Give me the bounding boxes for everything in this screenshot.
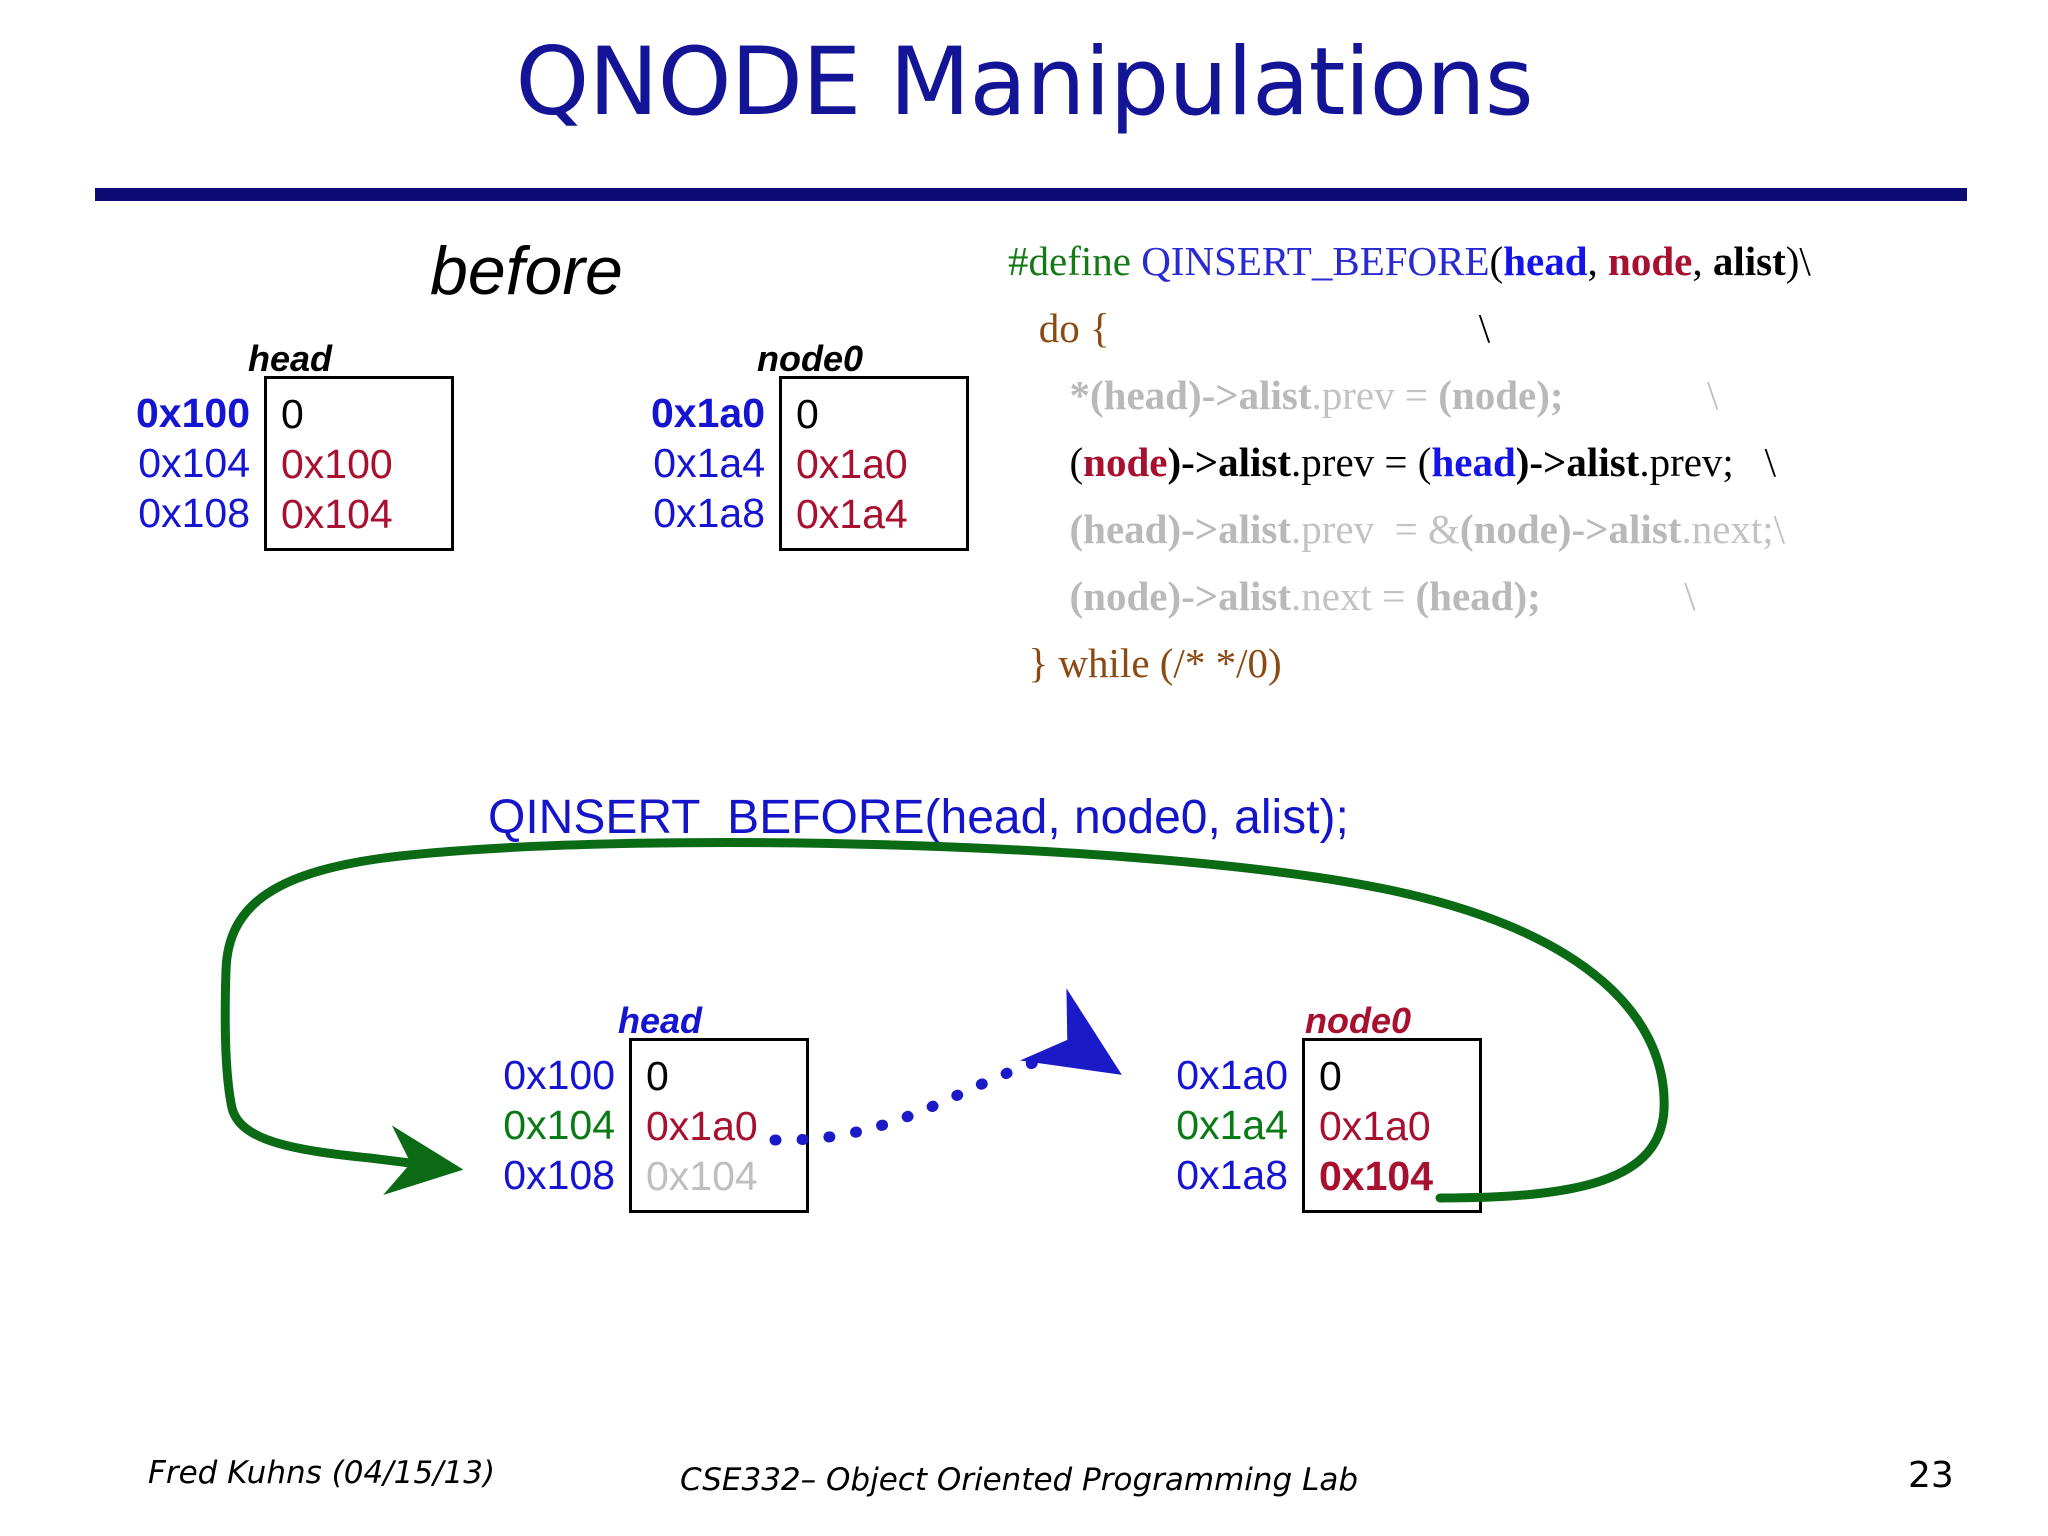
before-node0-addr-2: 0x1a8 [653, 490, 765, 536]
code-token: )\ [1785, 238, 1811, 284]
code-token: node [1608, 238, 1693, 284]
after-node0-addr-0: 0x1a0 [1176, 1052, 1288, 1098]
after-node0-val-2: 0x104 [1319, 1153, 1434, 1199]
code-token: ( [1489, 238, 1504, 284]
before-node0-val-0: 0 [796, 391, 819, 437]
code-token: do { [1038, 305, 1110, 351]
code-line-stmt-2-active: (node)->alist.prev = (head)->alist.prev;… [1008, 429, 1811, 496]
before-head-addr-1: 0x104 [138, 440, 250, 486]
before-node0-addr-1: 0x1a4 [653, 440, 765, 486]
code-token: .next;\ [1681, 506, 1786, 552]
before-head-label: head [247, 338, 333, 379]
code-token: )-> [1515, 439, 1567, 485]
after-head-addr-1: 0x104 [503, 1102, 615, 1148]
code-token: (node)-> [1069, 573, 1219, 619]
code-token: )-> [1167, 439, 1219, 485]
code-token: alist [1218, 506, 1292, 552]
code-token: .next = [1291, 573, 1416, 619]
code-token: *(head)-> [1069, 372, 1239, 418]
after-node0-val-0: 0 [1319, 1053, 1342, 1099]
code-token: alist [1238, 372, 1312, 418]
after-head-addr-2: 0x108 [503, 1152, 615, 1198]
code-token: (node)-> [1459, 506, 1609, 552]
macro-code-block: #define QINSERT_BEFORE(head, node, alist… [1008, 228, 1811, 697]
code-token: } while (/* */0) [1008, 640, 1282, 686]
before-caption: before [430, 233, 623, 309]
after-head-val-2: 0x104 [646, 1153, 758, 1199]
code-token: \ [1733, 439, 1776, 485]
code-token: alist [1608, 506, 1682, 552]
after-node0-val-1: 0x1a0 [1319, 1103, 1431, 1149]
code-token: .prev; [1639, 439, 1734, 485]
after-head-label: head [617, 1000, 703, 1041]
code-token: QINSERT_BEFORE [1141, 238, 1490, 284]
code-token: alist [1218, 573, 1292, 619]
page-title: QNODE Manipulations [515, 28, 1533, 137]
code-token: (head)-> [1069, 506, 1219, 552]
code-line-stmt-1: *(head)->alist.prev = (node); \ [1008, 362, 1811, 429]
code-token: \ [1563, 372, 1719, 418]
code-token: \ [1540, 573, 1696, 619]
footer-course: CSE332– Object Oriented Programming Lab [680, 1462, 1359, 1498]
before-head-addr-0: 0x100 [135, 390, 250, 436]
code-token: .prev = [1291, 439, 1418, 485]
code-line-stmt-4: (node)->alist.next = (head); \ [1008, 563, 1811, 630]
code-token: , [1692, 238, 1713, 284]
code-token: .prev = [1311, 372, 1439, 418]
before-node0-val-1: 0x1a0 [796, 441, 908, 487]
before-head-val-2: 0x104 [281, 491, 393, 537]
code-token: , [1587, 238, 1609, 284]
before-node0-val-2: 0x1a4 [796, 491, 908, 537]
code-token: (node); [1438, 372, 1564, 418]
after-head-addr-0: 0x100 [503, 1052, 615, 1098]
code-token: \ [1109, 305, 1491, 351]
before-head-addr-2: 0x108 [138, 490, 250, 536]
code-token: head [1503, 238, 1588, 284]
code-line-stmt-3: (head)->alist.prev = &(node)->alist.next… [1008, 496, 1811, 563]
code-line-while-line: } while (/* */0) [1008, 630, 1811, 697]
code-line-define-line: #define QINSERT_BEFORE(head, node, alist… [1008, 228, 1811, 295]
code-token: (head); [1415, 573, 1541, 619]
code-token: alist [1566, 439, 1640, 485]
after-node0-label: node0 [1304, 1000, 1411, 1041]
after-head-val-1: 0x1a0 [646, 1103, 758, 1149]
code-token: head [1431, 439, 1516, 485]
title-divider [95, 188, 1967, 201]
after-node0-addr-2: 0x1a8 [1176, 1152, 1288, 1198]
before-head-val-1: 0x100 [281, 441, 393, 487]
code-token: node [1083, 439, 1168, 485]
macro-invocation-text: QINSERT_BEFORE(head, node0, alist); [488, 791, 1349, 844]
code-token: alist [1218, 439, 1292, 485]
code-line-do-line: do { \ [1008, 295, 1811, 362]
code-token: #define [1008, 238, 1142, 284]
footer-author: Fred Kuhns (04/15/13) [148, 1455, 496, 1491]
blue-dotted-arrow [769, 988, 1122, 1146]
before-node0-label: node0 [756, 338, 863, 379]
before-node0-addr-0: 0x1a0 [650, 390, 765, 436]
code-token: ( [1069, 439, 1084, 485]
after-head-val-0: 0 [646, 1053, 669, 1099]
after-node0-addr-1: 0x1a4 [1176, 1102, 1288, 1148]
footer-page-number: 23 [1908, 1455, 1954, 1496]
before-head-val-0: 0 [281, 391, 304, 437]
code-token: alist [1712, 238, 1786, 284]
code-token: .prev = & [1291, 506, 1460, 552]
code-token: ( [1417, 439, 1432, 485]
